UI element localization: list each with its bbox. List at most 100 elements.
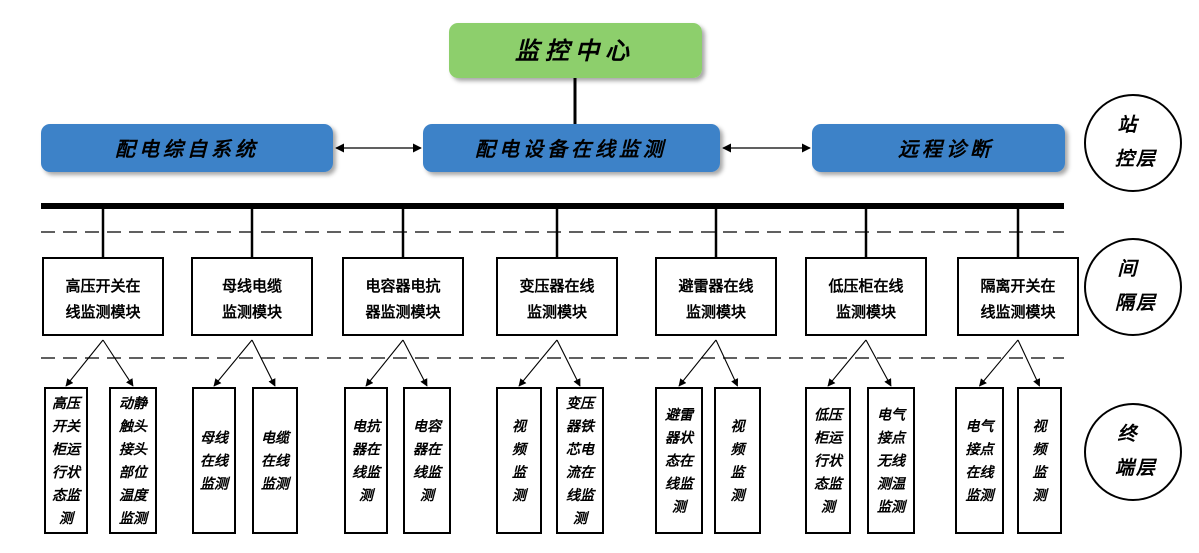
station-box-shape xyxy=(41,124,333,172)
bay-module-label: 母线电缆 xyxy=(222,277,282,295)
module-to-terminal-arrow xyxy=(102,339,134,387)
terminal-label: 低压 xyxy=(814,407,845,424)
terminal-label: 线监 xyxy=(413,464,444,481)
terminal-label: 动静 xyxy=(119,395,149,412)
bay-module-label: 线监测模块 xyxy=(65,303,141,321)
bay-module-label: 隔离开关在 xyxy=(980,277,1055,295)
terminal-box-frame xyxy=(805,387,851,534)
terminal-label: 线监 xyxy=(566,487,597,504)
layer-label: 间隔层 xyxy=(1084,238,1182,336)
terminal-box-frame xyxy=(1017,387,1062,534)
terminal-label: 测 xyxy=(573,511,590,527)
terminal-label: 高压 xyxy=(52,395,83,412)
terminal-layer: 高压开关柜运行状态监测动静触头接头部位温度监测母线在线监测电缆在线监测电抗器在线… xyxy=(44,339,1062,534)
terminal-label: 频 xyxy=(512,441,529,458)
bay-module-box xyxy=(496,257,618,336)
terminal-box-frame xyxy=(867,387,915,534)
terminal-box-frame xyxy=(192,387,236,534)
station-box-shape xyxy=(423,124,720,172)
terminal-label: 电气 xyxy=(966,418,996,435)
bay-module-label: 低压柜在线 xyxy=(827,277,903,295)
terminal-label: 测 xyxy=(512,488,529,504)
layer-circle xyxy=(1084,94,1182,192)
terminal-label: 视 xyxy=(1033,418,1049,435)
terminal-label: 在线 xyxy=(200,453,230,470)
station-box-integrated-automation: 配电综自系统 xyxy=(41,124,333,172)
terminal-label: 线监 xyxy=(352,464,383,481)
terminal-label: 频 xyxy=(1033,441,1050,458)
terminal-label: 电抗 xyxy=(352,418,383,435)
terminal-label: 电气 xyxy=(877,407,907,424)
station-box-label: 配电设备在线监测 xyxy=(475,137,667,161)
module-to-terminal-arrow xyxy=(715,339,739,387)
layer-text: 端层 xyxy=(1115,457,1158,479)
module-to-terminal-arrow xyxy=(678,339,717,387)
terminal-label: 触头 xyxy=(118,418,148,435)
terminal-label: 测 xyxy=(672,500,689,516)
terminal-label: 监测 xyxy=(261,476,292,493)
layer-text: 隔层 xyxy=(1115,292,1158,314)
module-to-terminal-arrow xyxy=(865,339,892,387)
terminal-label: 柜运 xyxy=(52,441,82,458)
terminal-label: 温度 xyxy=(119,487,150,504)
monitoring-center-shape xyxy=(449,23,702,78)
station-box-label: 远程诊断 xyxy=(898,137,994,161)
terminal-box-frame xyxy=(955,387,1004,534)
terminal-label: 监测 xyxy=(200,476,231,493)
bay-module-box xyxy=(191,257,313,336)
monitoring-center-box: 监控中心 xyxy=(449,23,702,78)
module-to-terminal-arrow xyxy=(251,339,276,387)
terminal-label: 开关 xyxy=(52,418,81,435)
terminal-label: 器在 xyxy=(413,441,443,458)
layer-text: 终 xyxy=(1117,423,1138,445)
terminal-label: 测 xyxy=(59,511,76,527)
terminal-label: 监测 xyxy=(119,510,150,527)
module-to-terminal-arrow xyxy=(1017,339,1041,387)
terminal-label: 无线 xyxy=(876,453,907,470)
terminal-box-frame xyxy=(252,387,298,534)
terminal-label: 视 xyxy=(512,418,528,435)
layer-text: 间 xyxy=(1117,258,1139,280)
terminal-box-frame xyxy=(109,387,157,534)
bay-module-label: 监测模块 xyxy=(527,303,588,321)
bay-module-box xyxy=(42,257,164,336)
station-box-online-monitoring: 配电设备在线监测 xyxy=(423,124,720,172)
bay-module-label: 电容器电抗 xyxy=(365,277,440,295)
terminal-label: 避雷 xyxy=(665,407,695,424)
terminal-label: 柜运 xyxy=(814,430,844,447)
layer-text: 站 xyxy=(1117,114,1139,136)
terminal-label: 行状 xyxy=(814,453,844,470)
layer-circle xyxy=(1084,403,1182,501)
bay-layer: 高压开关在线监测模块母线电缆监测模块电容器电抗器监测模块变压器在线监测模块避雷器… xyxy=(42,206,1079,336)
terminal-label: 监测 xyxy=(877,499,908,516)
terminal-label: 态监 xyxy=(814,476,845,493)
terminal-label: 测 xyxy=(359,488,376,504)
terminal-label: 测 xyxy=(420,488,437,504)
module-to-terminal-arrow xyxy=(65,339,104,387)
station-box-remote-diagnosis: 远程诊断 xyxy=(812,124,1065,172)
terminal-label: 测 xyxy=(821,500,838,516)
module-to-terminal-arrow xyxy=(556,339,581,387)
terminal-label: 线监 xyxy=(665,476,696,493)
terminal-label: 监 xyxy=(512,464,529,481)
terminal-label: 接头 xyxy=(119,441,148,458)
layer-text: 控层 xyxy=(1115,148,1158,170)
bay-module-label: 变压器在线 xyxy=(519,277,594,295)
terminal-label: 器状 xyxy=(665,430,695,447)
terminal-box-frame xyxy=(344,387,388,534)
terminal-label: 变压 xyxy=(566,395,597,412)
